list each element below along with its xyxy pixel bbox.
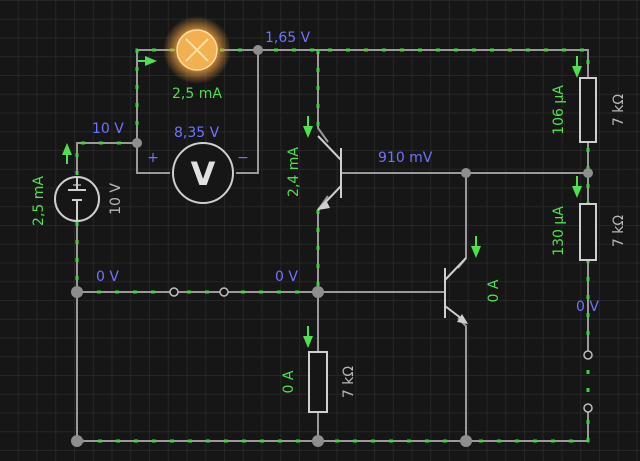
battery-current-label: 2,5 mA <box>31 176 47 226</box>
resistor-middle[interactable] <box>579 203 597 261</box>
voltmeter-icon <box>172 142 234 204</box>
lamp[interactable] <box>163 16 231 84</box>
ground-mid-label: 0 V <box>275 269 298 285</box>
arrow-down-icon <box>471 236 481 258</box>
r-mid-current-label: 130 µA <box>551 206 567 256</box>
transistor-q2[interactable] <box>444 257 468 324</box>
voltmeter[interactable]: V <box>172 142 234 204</box>
voltmeter-reading-label: 8,35 V <box>174 125 220 141</box>
lamp-voltage-label: 1,65 V <box>265 30 311 46</box>
arrow-down-icon <box>572 176 582 198</box>
resistor-icon <box>579 203 597 261</box>
arrow-right-icon <box>138 56 157 66</box>
arrow-down-icon <box>303 116 313 138</box>
wires <box>76 49 589 442</box>
voltmeter-plus: + <box>147 150 159 166</box>
resistor-icon <box>308 351 328 413</box>
q1-current-label: 2,4 mA <box>286 147 302 197</box>
switch-ground-row[interactable] <box>169 287 229 297</box>
r-mid-value-label: 7 kΩ <box>611 215 627 247</box>
resistor-top[interactable] <box>579 77 597 143</box>
r-bottom-current-label: 0 A <box>281 370 297 393</box>
transistor-q1[interactable] <box>317 135 342 211</box>
voltmeter-minus: − <box>237 150 249 166</box>
npn-transistor-icon <box>317 135 342 211</box>
switch-right[interactable] <box>583 350 593 413</box>
q1-collector-voltage-label: 910 mV <box>378 150 433 166</box>
current-flow <box>75 48 590 443</box>
ground-left-label: 0 V <box>96 269 119 285</box>
lamp-current-label: 2,5 mA <box>172 86 222 102</box>
r-top-current-label: 106 µA <box>551 85 567 135</box>
resistor-icon <box>579 77 597 143</box>
arrow-down-icon <box>572 56 582 78</box>
nodes <box>71 45 593 447</box>
current-arrows <box>62 56 582 348</box>
voltmeter-symbol: V <box>191 155 216 193</box>
lamp-icon <box>185 38 209 62</box>
arrow-up-icon <box>62 143 72 164</box>
q2-current-label: 0 A <box>486 279 502 302</box>
switch-icon <box>169 287 179 297</box>
ground-right-label: 0 V <box>576 299 599 315</box>
battery[interactable] <box>54 176 100 222</box>
r-top-value-label: 7 kΩ <box>611 94 627 126</box>
arrow-down-icon <box>303 326 313 348</box>
source-top-voltage-label: 10 V <box>92 121 124 137</box>
resistor-bottom[interactable] <box>308 351 328 413</box>
battery-voltage-label: 10 V <box>108 183 124 215</box>
npn-transistor-icon <box>444 257 468 324</box>
r-bottom-value-label: 7 kΩ <box>341 366 357 398</box>
switch-icon <box>583 350 593 360</box>
